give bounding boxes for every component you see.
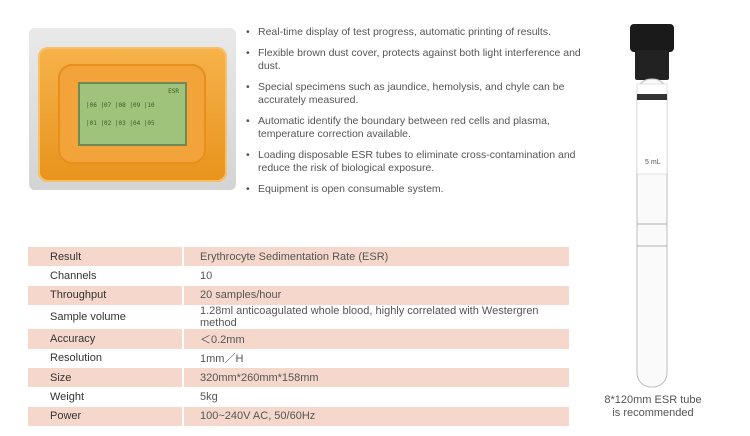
tube-caption-line-2: is recommended bbox=[612, 407, 694, 419]
spec-value: 5kg bbox=[182, 387, 569, 407]
lcd-row-2: |01 |02 |03 |04 |05 bbox=[86, 120, 155, 127]
feature-item: Automatic identify the boundary between … bbox=[244, 115, 584, 141]
device-orange-frame: ESR |06 |07 |08 |09 |10 |01 |02 |03 |04 … bbox=[38, 47, 227, 182]
spec-value: 10 bbox=[182, 266, 569, 286]
spec-value: 1mm／H bbox=[182, 348, 569, 368]
esr-tube-image: 5 mL bbox=[630, 24, 674, 388]
spec-table: Result Erythrocyte Sedimentation Rate (E… bbox=[28, 247, 569, 427]
spec-key: Weight bbox=[28, 387, 183, 407]
feature-item: Equipment is open consumable system. bbox=[244, 183, 584, 196]
tube-caption-line-1: 8*120mm ESR tube bbox=[604, 394, 702, 406]
table-row: Power 100~240V AC, 50/60Hz bbox=[28, 406, 569, 427]
lcd-top-text: ESR bbox=[168, 88, 179, 95]
table-row: Throughput 20 samples/hour bbox=[28, 285, 569, 306]
table-row: Sample volume 1.28ml anticoagulated whol… bbox=[28, 305, 569, 330]
table-row: Resolution 1mm／H bbox=[28, 348, 569, 368]
table-row: Channels 10 bbox=[28, 266, 569, 286]
tube-volume-text: 5 mL bbox=[645, 159, 661, 166]
spec-key: Result bbox=[28, 247, 183, 267]
spec-key: Resolution bbox=[28, 348, 183, 368]
spec-value: 1.28ml anticoagulated whole blood, highl… bbox=[182, 305, 569, 330]
feature-item: Loading disposable ESR tubes to eliminat… bbox=[244, 149, 584, 175]
spec-value: 20 samples/hour bbox=[182, 285, 569, 306]
spec-value: Erythrocyte Sedimentation Rate (ESR) bbox=[182, 247, 569, 267]
tube-cap-base bbox=[635, 50, 669, 80]
esr-analyzer-image: ESR |06 |07 |08 |09 |10 |01 |02 |03 |04 … bbox=[29, 28, 236, 190]
spec-key: Sample volume bbox=[28, 305, 183, 330]
spec-key: Throughput bbox=[28, 285, 183, 306]
lcd-display: ESR |06 |07 |08 |09 |10 |01 |02 |03 |04 … bbox=[78, 82, 187, 146]
feature-list: Real-time display of test progress, auto… bbox=[244, 26, 584, 204]
spec-value: ＜0.2mm bbox=[182, 329, 569, 349]
tube-caption: 8*120mm ESR tube is recommended bbox=[585, 394, 721, 420]
table-row: Weight 5kg bbox=[28, 387, 569, 407]
spec-key: Channels bbox=[28, 266, 183, 286]
feature-item: Flexible brown dust cover, protects agai… bbox=[244, 47, 584, 73]
tube-label-band bbox=[637, 94, 667, 100]
table-row: Accuracy ＜0.2mm bbox=[28, 329, 569, 349]
table-row: Size 320mm*260mm*158mm bbox=[28, 367, 569, 388]
spec-key: Accuracy bbox=[28, 329, 183, 349]
spec-key: Power bbox=[28, 406, 183, 427]
lcd-row-1: |06 |07 |08 |09 |10 bbox=[86, 102, 155, 109]
table-row: Result Erythrocyte Sedimentation Rate (E… bbox=[28, 247, 569, 267]
spec-key: Size bbox=[28, 367, 183, 388]
spec-value: 320mm*260mm*158mm bbox=[182, 367, 569, 388]
tube-cap bbox=[630, 24, 674, 52]
feature-item: Special specimens such as jaundice, hemo… bbox=[244, 81, 584, 107]
spec-value: 100~240V AC, 50/60Hz bbox=[182, 406, 569, 427]
feature-item: Real-time display of test progress, auto… bbox=[244, 26, 584, 39]
